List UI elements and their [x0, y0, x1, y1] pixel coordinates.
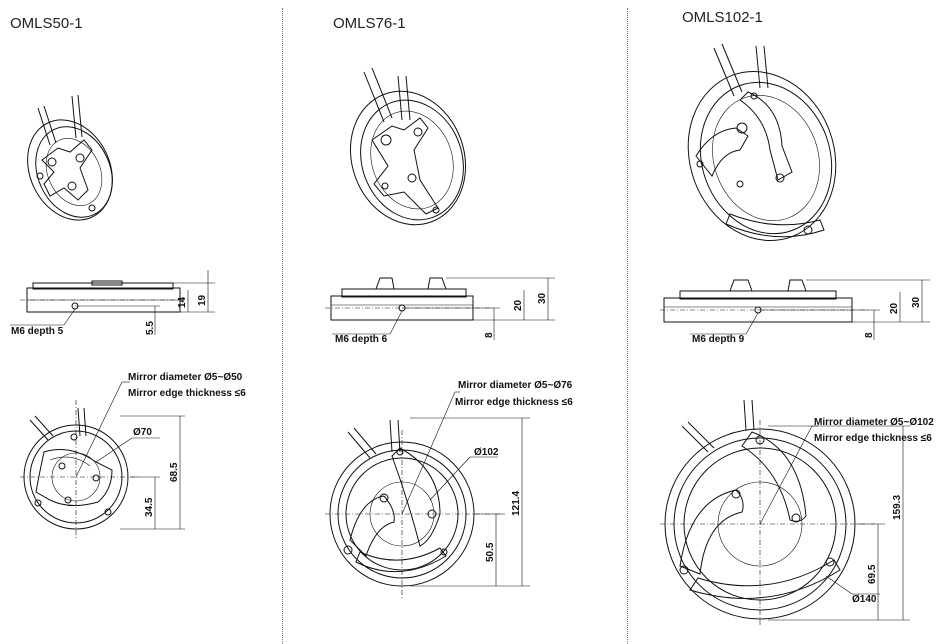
mirror-diameter-omls50: Mirror diameter Ø5~Ø50 — [128, 372, 243, 383]
outer-diameter-omls76: Ø102 — [474, 447, 499, 458]
dim-side-mid-omls76: 20 — [513, 299, 524, 311]
model-title-omls76: OMLS76-1 — [333, 15, 406, 32]
edge-thickness-omls50: Mirror edge thickness ≤6 — [128, 388, 246, 399]
dim-height-omls102: 159.3 — [892, 495, 903, 520]
front-view-omls102 — [660, 399, 910, 625]
dim-side-mid-omls50: 14 — [177, 296, 188, 308]
outer-diameter-omls50: Ø70 — [133, 427, 152, 438]
isometric-view-omls102 — [687, 43, 837, 241]
tap-label-omls76: M6 depth 6 — [335, 334, 388, 345]
dim-side-high-omls102: 30 — [911, 296, 922, 308]
edge-thickness-omls76: Mirror edge thickness ≤6 — [455, 397, 573, 408]
dim-side-mid-omls102: 20 — [889, 302, 900, 314]
isometric-view-omls50 — [27, 94, 113, 221]
dim-height-omls50: 68.5 — [169, 462, 180, 482]
dim-side-low-omls102: 8 — [864, 332, 875, 338]
side-view-omls102 — [660, 279, 930, 340]
panel-divider-2 — [627, 8, 628, 644]
front-view-omls76 — [325, 391, 530, 600]
mirror-diameter-omls76: Mirror diameter Ø5~Ø76 — [458, 380, 573, 391]
dim-side-low-omls76: 8 — [484, 332, 495, 338]
dim-side-low-omls50: 5.5 — [145, 321, 156, 335]
side-view-omls50 — [10, 270, 215, 335]
tap-label-omls50: M6 depth 5 — [11, 326, 64, 337]
dim-height-omls76: 121.4 — [511, 491, 522, 516]
panel-divider-1 — [282, 8, 283, 644]
model-title-omls102: OMLS102-1 — [682, 9, 763, 26]
front-view-omls50 — [20, 381, 185, 540]
dim-center-omls102: 69.5 — [867, 564, 878, 584]
mirror-diameter-omls102: Mirror diameter Ø5~Ø102 — [814, 417, 934, 428]
dim-center-omls76: 50.5 — [485, 542, 496, 562]
model-title-omls50: OMLS50-1 — [10, 15, 83, 32]
dim-center-omls50: 34.5 — [144, 497, 155, 517]
outer-diameter-omls102: Ø140 — [852, 594, 877, 605]
tap-label-omls102: M6 depth 9 — [692, 334, 745, 345]
isometric-view-omls76 — [349, 67, 467, 226]
dim-side-high-omls50: 19 — [197, 294, 208, 306]
side-view-omls76 — [325, 277, 555, 340]
edge-thickness-omls102: Mirror edge thickness ≤6 — [814, 433, 932, 444]
dim-side-high-omls76: 30 — [537, 292, 548, 304]
